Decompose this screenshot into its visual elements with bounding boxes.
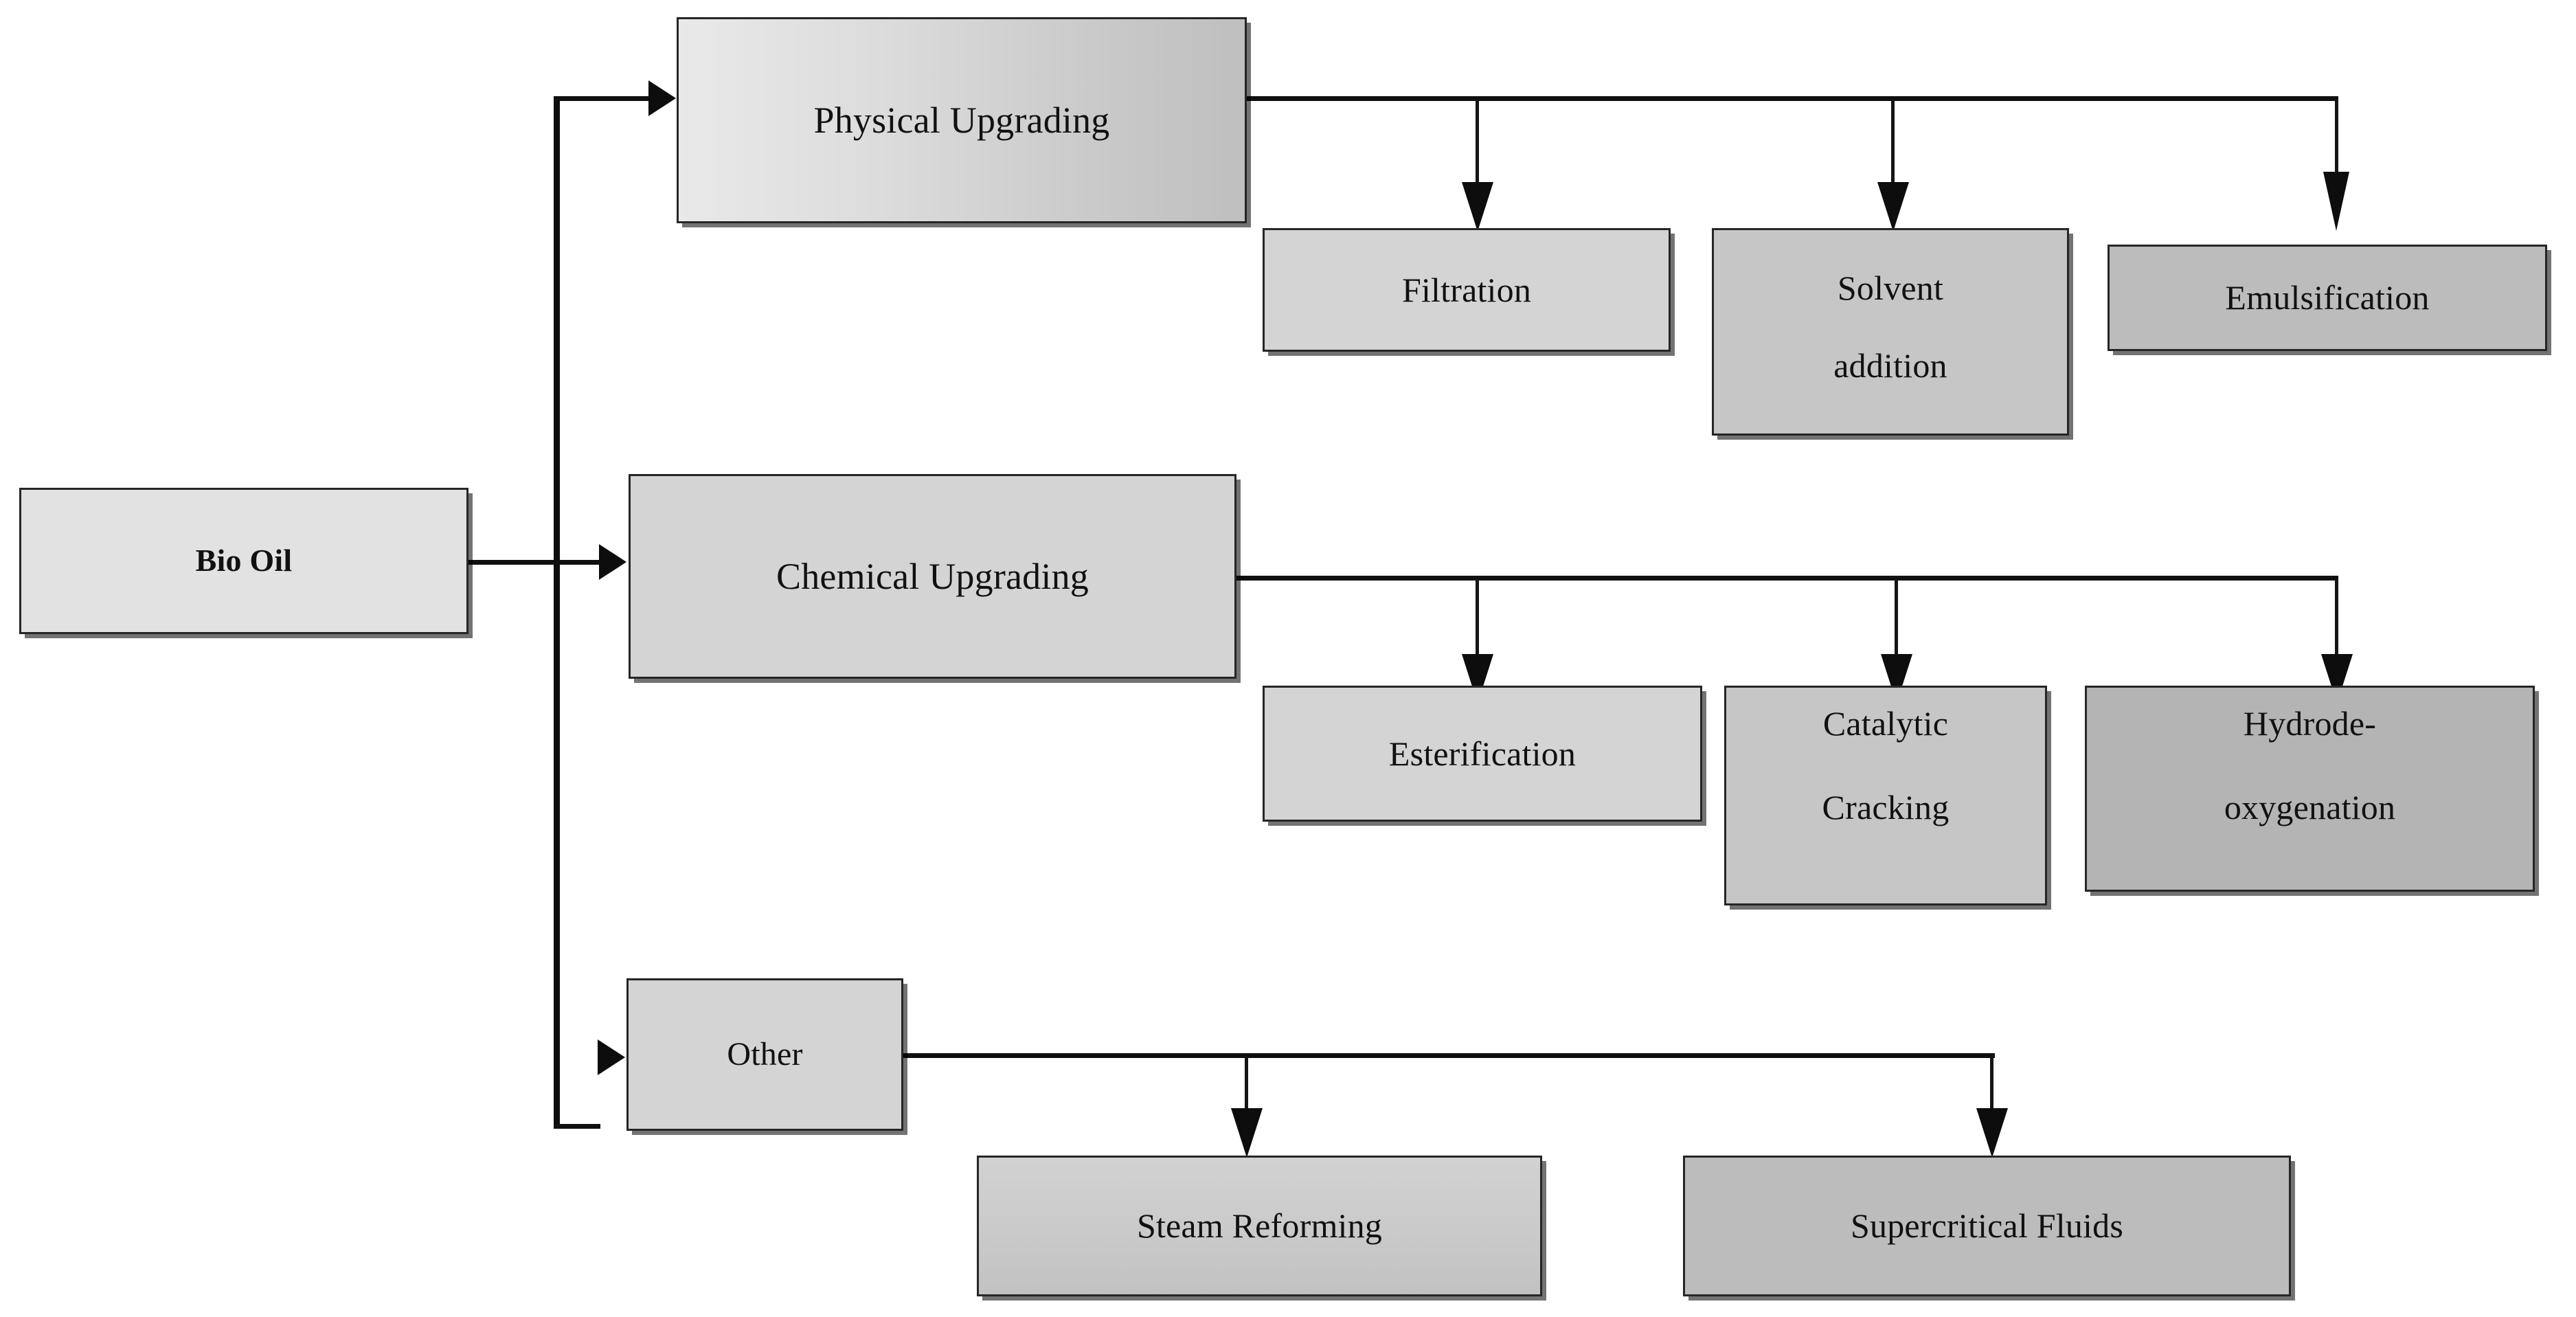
drop-chemical-catalytic bbox=[1895, 579, 1898, 682]
drop-other-supercritical bbox=[1990, 1057, 1993, 1134]
node-filtration-label: Filtration bbox=[1401, 270, 1532, 309]
node-hydrodeoxygenation-label: Hydrode- oxygenation bbox=[2224, 704, 2396, 826]
node-catalytic-cracking[interactable]: Catalytic Cracking bbox=[1724, 686, 2047, 905]
trunk-vertical-line bbox=[554, 96, 560, 1129]
connector-trunk-to-chemical bbox=[554, 560, 602, 565]
drop-physical-solvent bbox=[1891, 100, 1895, 203]
arrowhead-to-physical-upgrading bbox=[648, 80, 676, 116]
arrowhead-to-emulsification bbox=[2323, 172, 2349, 231]
bus-chemical-upgrading bbox=[1234, 576, 2338, 581]
arrowhead-to-supercritical-fluids bbox=[1976, 1108, 2008, 1158]
node-bio-oil-label: Bio Oil bbox=[195, 543, 293, 578]
drop-chemical-hydrodeoxygenation bbox=[2335, 579, 2338, 682]
connector-trunk-to-physical bbox=[554, 96, 650, 101]
node-solvent-addition-label: Solvent addition bbox=[1833, 269, 1947, 385]
arrowhead-to-steam-reforming bbox=[1231, 1108, 1263, 1158]
node-solvent-addition[interactable]: Solvent addition bbox=[1712, 228, 2069, 436]
arrowhead-to-other bbox=[598, 1039, 625, 1075]
connector-trunk-to-other bbox=[554, 1124, 600, 1129]
node-supercritical-fluids-label: Supercritical Fluids bbox=[1851, 1206, 2123, 1246]
node-emulsification[interactable]: Emulsification bbox=[2108, 245, 2547, 351]
drop-chemical-esterification bbox=[1476, 579, 1479, 682]
node-other[interactable]: Other bbox=[626, 978, 903, 1131]
node-supercritical-fluids[interactable]: Supercritical Fluids bbox=[1683, 1156, 2291, 1296]
node-steam-reforming-label: Steam Reforming bbox=[1136, 1206, 1383, 1246]
arrowhead-to-solvent-addition bbox=[1877, 182, 1909, 232]
arrowhead-to-filtration bbox=[1462, 182, 1493, 232]
node-bio-oil[interactable]: Bio Oil bbox=[19, 488, 468, 634]
drop-physical-emulsification bbox=[2335, 100, 2338, 210]
connector-biooil-to-trunk bbox=[468, 560, 559, 565]
node-filtration[interactable]: Filtration bbox=[1263, 228, 1671, 352]
node-emulsification-label: Emulsification bbox=[2225, 278, 2430, 317]
node-hydrodeoxygenation[interactable]: Hydrode- oxygenation bbox=[2085, 686, 2535, 892]
node-esterification-label: Esterification bbox=[1388, 734, 1577, 773]
drop-physical-filtration bbox=[1476, 100, 1479, 203]
bus-other bbox=[901, 1053, 1995, 1058]
node-steam-reforming[interactable]: Steam Reforming bbox=[977, 1156, 1542, 1296]
node-physical-upgrading[interactable]: Physical Upgrading bbox=[677, 17, 1247, 223]
bus-physical-upgrading bbox=[1245, 96, 2338, 101]
node-physical-upgrading-label: Physical Upgrading bbox=[813, 99, 1110, 141]
arrowhead-to-chemical-upgrading bbox=[599, 544, 626, 580]
node-chemical-upgrading-label: Chemical Upgrading bbox=[776, 555, 1089, 597]
node-chemical-upgrading[interactable]: Chemical Upgrading bbox=[629, 474, 1236, 679]
drop-other-steam-reforming bbox=[1245, 1057, 1248, 1134]
node-other-label: Other bbox=[727, 1036, 803, 1073]
node-esterification[interactable]: Esterification bbox=[1263, 686, 1702, 822]
node-catalytic-cracking-label: Catalytic Cracking bbox=[1822, 704, 1950, 826]
